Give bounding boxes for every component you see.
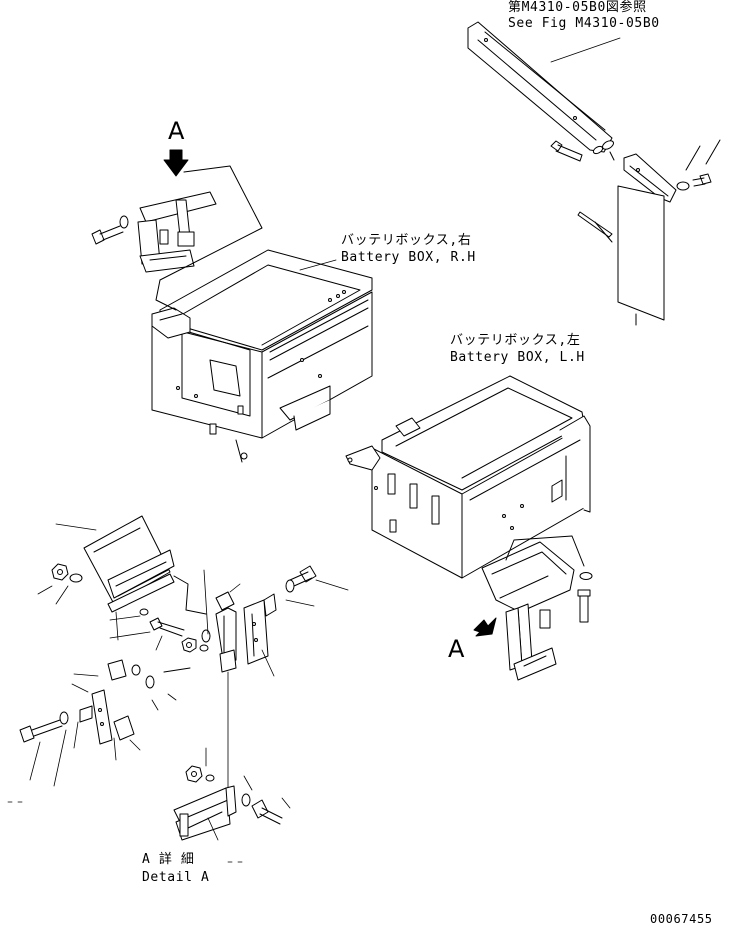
bolt-icon <box>91 225 124 245</box>
drawing-number: 00067455 <box>650 912 713 926</box>
battery-box-lh-label-en: Battery BOX, L.H <box>450 350 585 365</box>
battery-box-rh <box>151 249 373 463</box>
bolt-icon <box>251 799 283 825</box>
nut-icon <box>181 637 197 653</box>
reference-note-jp: 第M4310-05B0図参照 <box>508 0 647 15</box>
view-a-arrow-bottom <box>473 617 497 637</box>
reference-note-en: See Fig M4310-05B0 <box>508 16 660 31</box>
detail-a-title-jp: A 詳 細 <box>142 852 195 867</box>
battery-box-rh-label-jp: バッテリボックス,右 <box>341 233 472 248</box>
bolt-icon <box>577 589 591 623</box>
nut-icon <box>185 765 203 783</box>
detail-a-exploded <box>7 515 349 863</box>
battery-box-rh-label-en: Battery BOX, R.H <box>341 250 476 265</box>
view-a-label-bottom: A <box>448 635 466 663</box>
bolt-icon <box>19 719 63 743</box>
hinge-assembly-top <box>91 165 263 311</box>
nut-icon <box>51 563 69 581</box>
bolt-icon <box>149 617 185 637</box>
view-a-label-top: A <box>168 117 186 145</box>
battery-box-lh-label-jp: バッテリボックス,左 <box>450 333 581 348</box>
step-panel-assembly <box>467 21 721 326</box>
detail-a-title-en: Detail A <box>142 870 210 885</box>
hinge-assembly-bottom <box>481 535 593 681</box>
bolt-icon <box>289 565 317 587</box>
battery-box-lh <box>345 375 591 579</box>
view-a-arrow-top <box>163 149 189 177</box>
bolt-icon <box>692 173 712 187</box>
bolt-icon <box>550 140 583 162</box>
leader-lines <box>73 611 177 711</box>
